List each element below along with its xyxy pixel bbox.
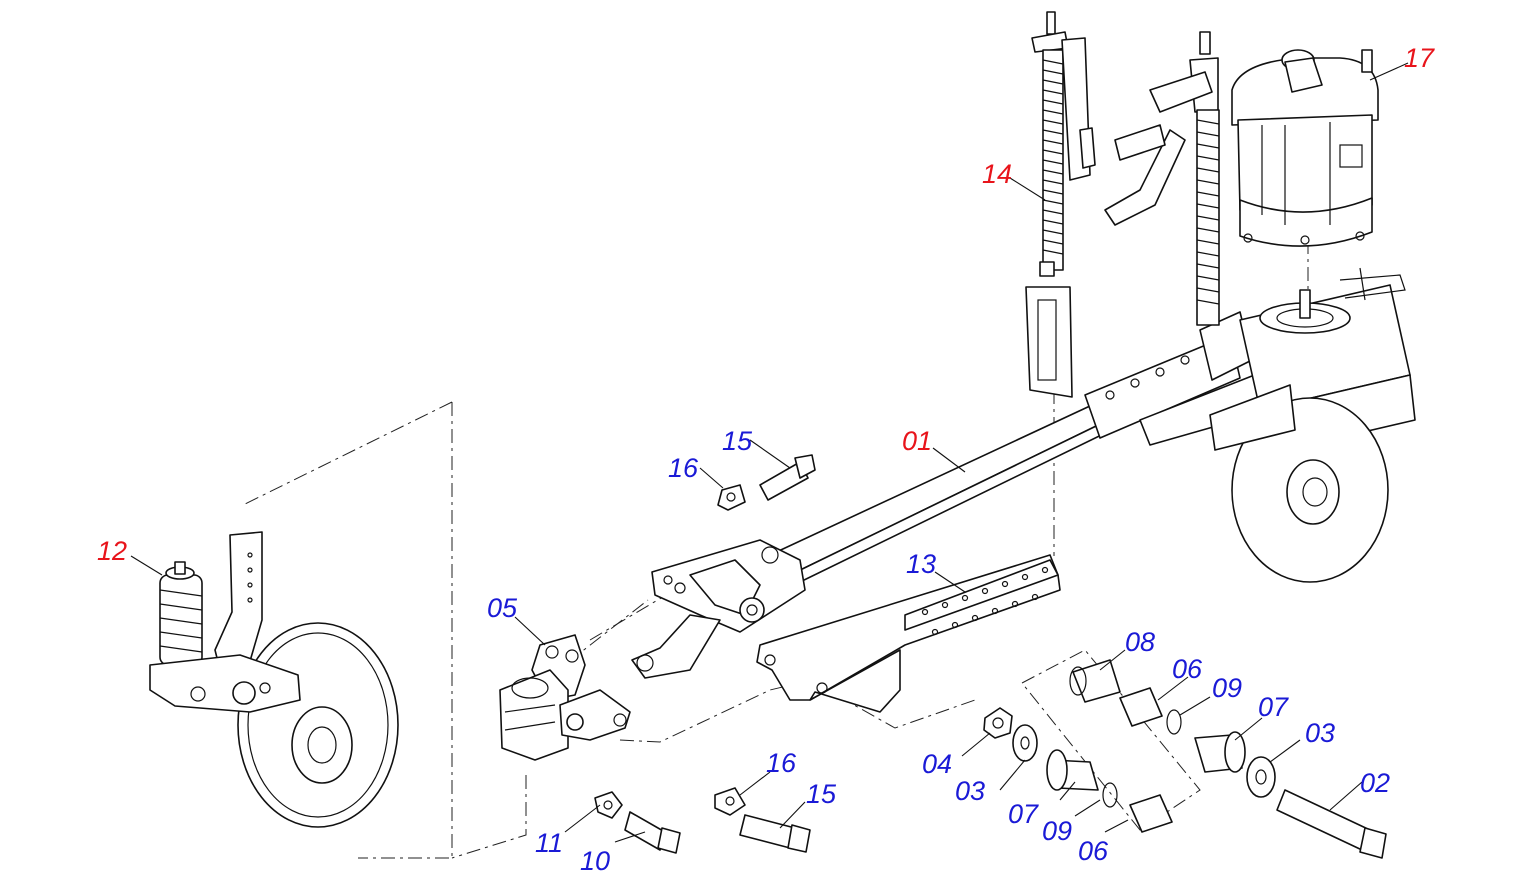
fasteners xyxy=(594,454,1387,859)
callout-06-bottom: 06 xyxy=(1078,836,1109,866)
callout-07-left: 07 xyxy=(1008,799,1039,829)
callout-16-bottom: 16 xyxy=(766,748,797,778)
callout-03-right: 03 xyxy=(1305,718,1335,748)
callout-11: 11 xyxy=(535,828,563,858)
callout-07-right: 07 xyxy=(1258,692,1289,722)
callout-15-top: 15 xyxy=(722,426,753,456)
callout-13: 13 xyxy=(906,549,936,579)
callout-03-left: 03 xyxy=(955,776,985,806)
mounting-clamp xyxy=(499,634,631,761)
callout-06-top: 06 xyxy=(1172,654,1203,684)
callout-12: 12 xyxy=(97,536,127,566)
callout-02: 02 xyxy=(1360,768,1390,798)
callout-08: 08 xyxy=(1125,627,1155,657)
seed-hopper xyxy=(1231,49,1379,247)
callout-14: 14 xyxy=(982,159,1012,189)
main-beam-frame xyxy=(631,267,1416,679)
callout-10: 10 xyxy=(580,846,610,876)
callout-15-bottom: 15 xyxy=(806,779,837,809)
callout-09-bottom: 09 xyxy=(1042,816,1072,846)
callout-04: 04 xyxy=(922,749,952,779)
callout-17: 17 xyxy=(1404,43,1435,73)
callout-05: 05 xyxy=(487,593,518,623)
depth-adjustment-bracket xyxy=(756,554,1061,713)
callout-01: 01 xyxy=(902,426,932,456)
callout-16-top: 16 xyxy=(668,453,699,483)
callout-09-right: 09 xyxy=(1212,673,1242,703)
closing-wheel-assembly xyxy=(149,531,399,828)
callout-labels: 01 02 03 03 04 05 06 06 07 07 08 09 09 1… xyxy=(97,43,1435,876)
spring-tension-rods xyxy=(1025,11,1220,398)
leader-lines xyxy=(130,62,1409,843)
